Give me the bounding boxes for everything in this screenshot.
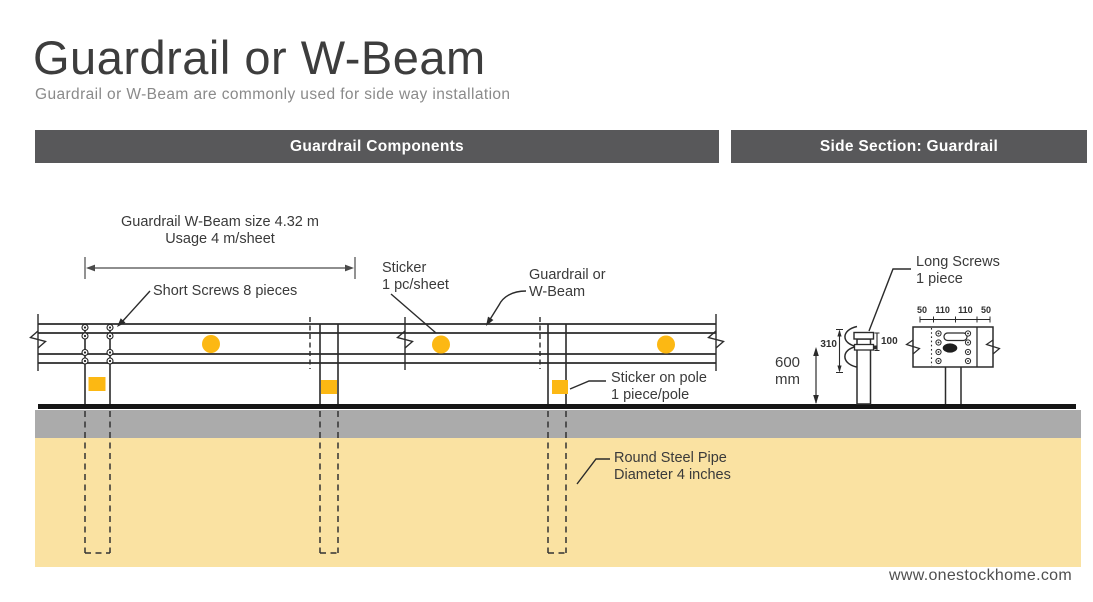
- website-url: www.onestockhome.com: [889, 567, 1072, 584]
- label-short-screws: Short Screws 8 pieces: [153, 283, 298, 299]
- label-sticker-pole-line2: 1 piece/pole: [611, 386, 690, 403]
- label-sticker-pole: Sticker on pole 1 piece/pole: [611, 370, 707, 404]
- beam-break-symbols: [29, 314, 725, 371]
- label-sticker-sheet-line1: Sticker: [382, 260, 427, 276]
- section-header-side-section: Side Section: Guardrail: [731, 130, 1087, 163]
- page-title: Guardrail or W-Beam: [33, 31, 486, 84]
- dim-310-arrows: [837, 329, 842, 373]
- label-post-height: 600 mm: [775, 354, 800, 389]
- short-screw-bolts: [81, 323, 114, 365]
- ground-line: [38, 404, 1076, 409]
- bolt-spacing-50a: 50: [917, 305, 928, 315]
- side-view-post: [844, 325, 877, 405]
- front-view-connection: [905, 316, 1001, 404]
- bolt-spacing-110a: 110: [935, 305, 950, 315]
- label-guardrail: Guardrail or W-Beam: [529, 267, 606, 301]
- leader-lines: [120, 268, 911, 485]
- short-screw-bolt-dots: [83, 326, 112, 363]
- label-long-screws-line2: 1 piece: [916, 270, 963, 287]
- section-header-left-label: Guardrail Components: [290, 137, 464, 155]
- height-600-dimension: [813, 347, 819, 404]
- beam-length-dimension-arrows: [86, 264, 354, 272]
- bolt-spacing-110b: 110: [958, 305, 973, 315]
- label-beam-dimension-line2: Usage 4 m/sheet: [165, 230, 275, 247]
- reflective-stickers: [88, 335, 675, 394]
- label-bolt-spacing: 50 110 110 50: [917, 305, 991, 315]
- label-sticker-pole-line1: Sticker on pole: [611, 370, 707, 386]
- wbeam-rail-lines: [38, 323, 716, 364]
- page-subtitle: Guardrail or W-Beam are commonly used fo…: [35, 86, 511, 103]
- buried-pipes: [84, 411, 567, 554]
- label-long-screws: Long Screws 1 piece: [916, 254, 1000, 288]
- label-steel-pipe: Round Steel Pipe Diameter 4 inches: [614, 450, 731, 484]
- leader-arrowheads: [117, 316, 494, 327]
- label-guardrail-line1: Guardrail or: [529, 267, 606, 283]
- label-dim-100: 100: [881, 336, 898, 347]
- label-post-height-line2: mm: [775, 371, 800, 389]
- label-dim-310: 310: [820, 339, 837, 350]
- label-beam-dimension: Guardrail W-Beam size 4.32 m Usage 4 m/s…: [85, 214, 355, 248]
- label-long-screws-line1: Long Screws: [916, 254, 1000, 270]
- dim-100-bracket: [874, 332, 880, 352]
- label-steel-pipe-line1: Round Steel Pipe: [614, 450, 727, 466]
- label-steel-pipe-line2: Diameter 4 inches: [614, 466, 731, 483]
- beam-length-dimension: [84, 257, 356, 279]
- section-header-right-label: Side Section: Guardrail: [819, 137, 999, 155]
- soil-gray-layer: [35, 410, 1081, 438]
- section-header-guardrail-components: Guardrail Components: [35, 130, 719, 163]
- soil-sand-layer: [35, 438, 1081, 567]
- label-sticker-sheet-line2: 1 pc/sheet: [382, 276, 449, 293]
- label-sticker-sheet: Sticker 1 pc/sheet: [382, 260, 449, 294]
- label-post-height-line1: 600: [775, 354, 801, 371]
- label-guardrail-line2: W-Beam: [529, 283, 586, 300]
- bolt-spacing-50b: 50: [980, 305, 991, 315]
- label-beam-dimension-line1: Guardrail W-Beam size 4.32 m: [121, 214, 319, 230]
